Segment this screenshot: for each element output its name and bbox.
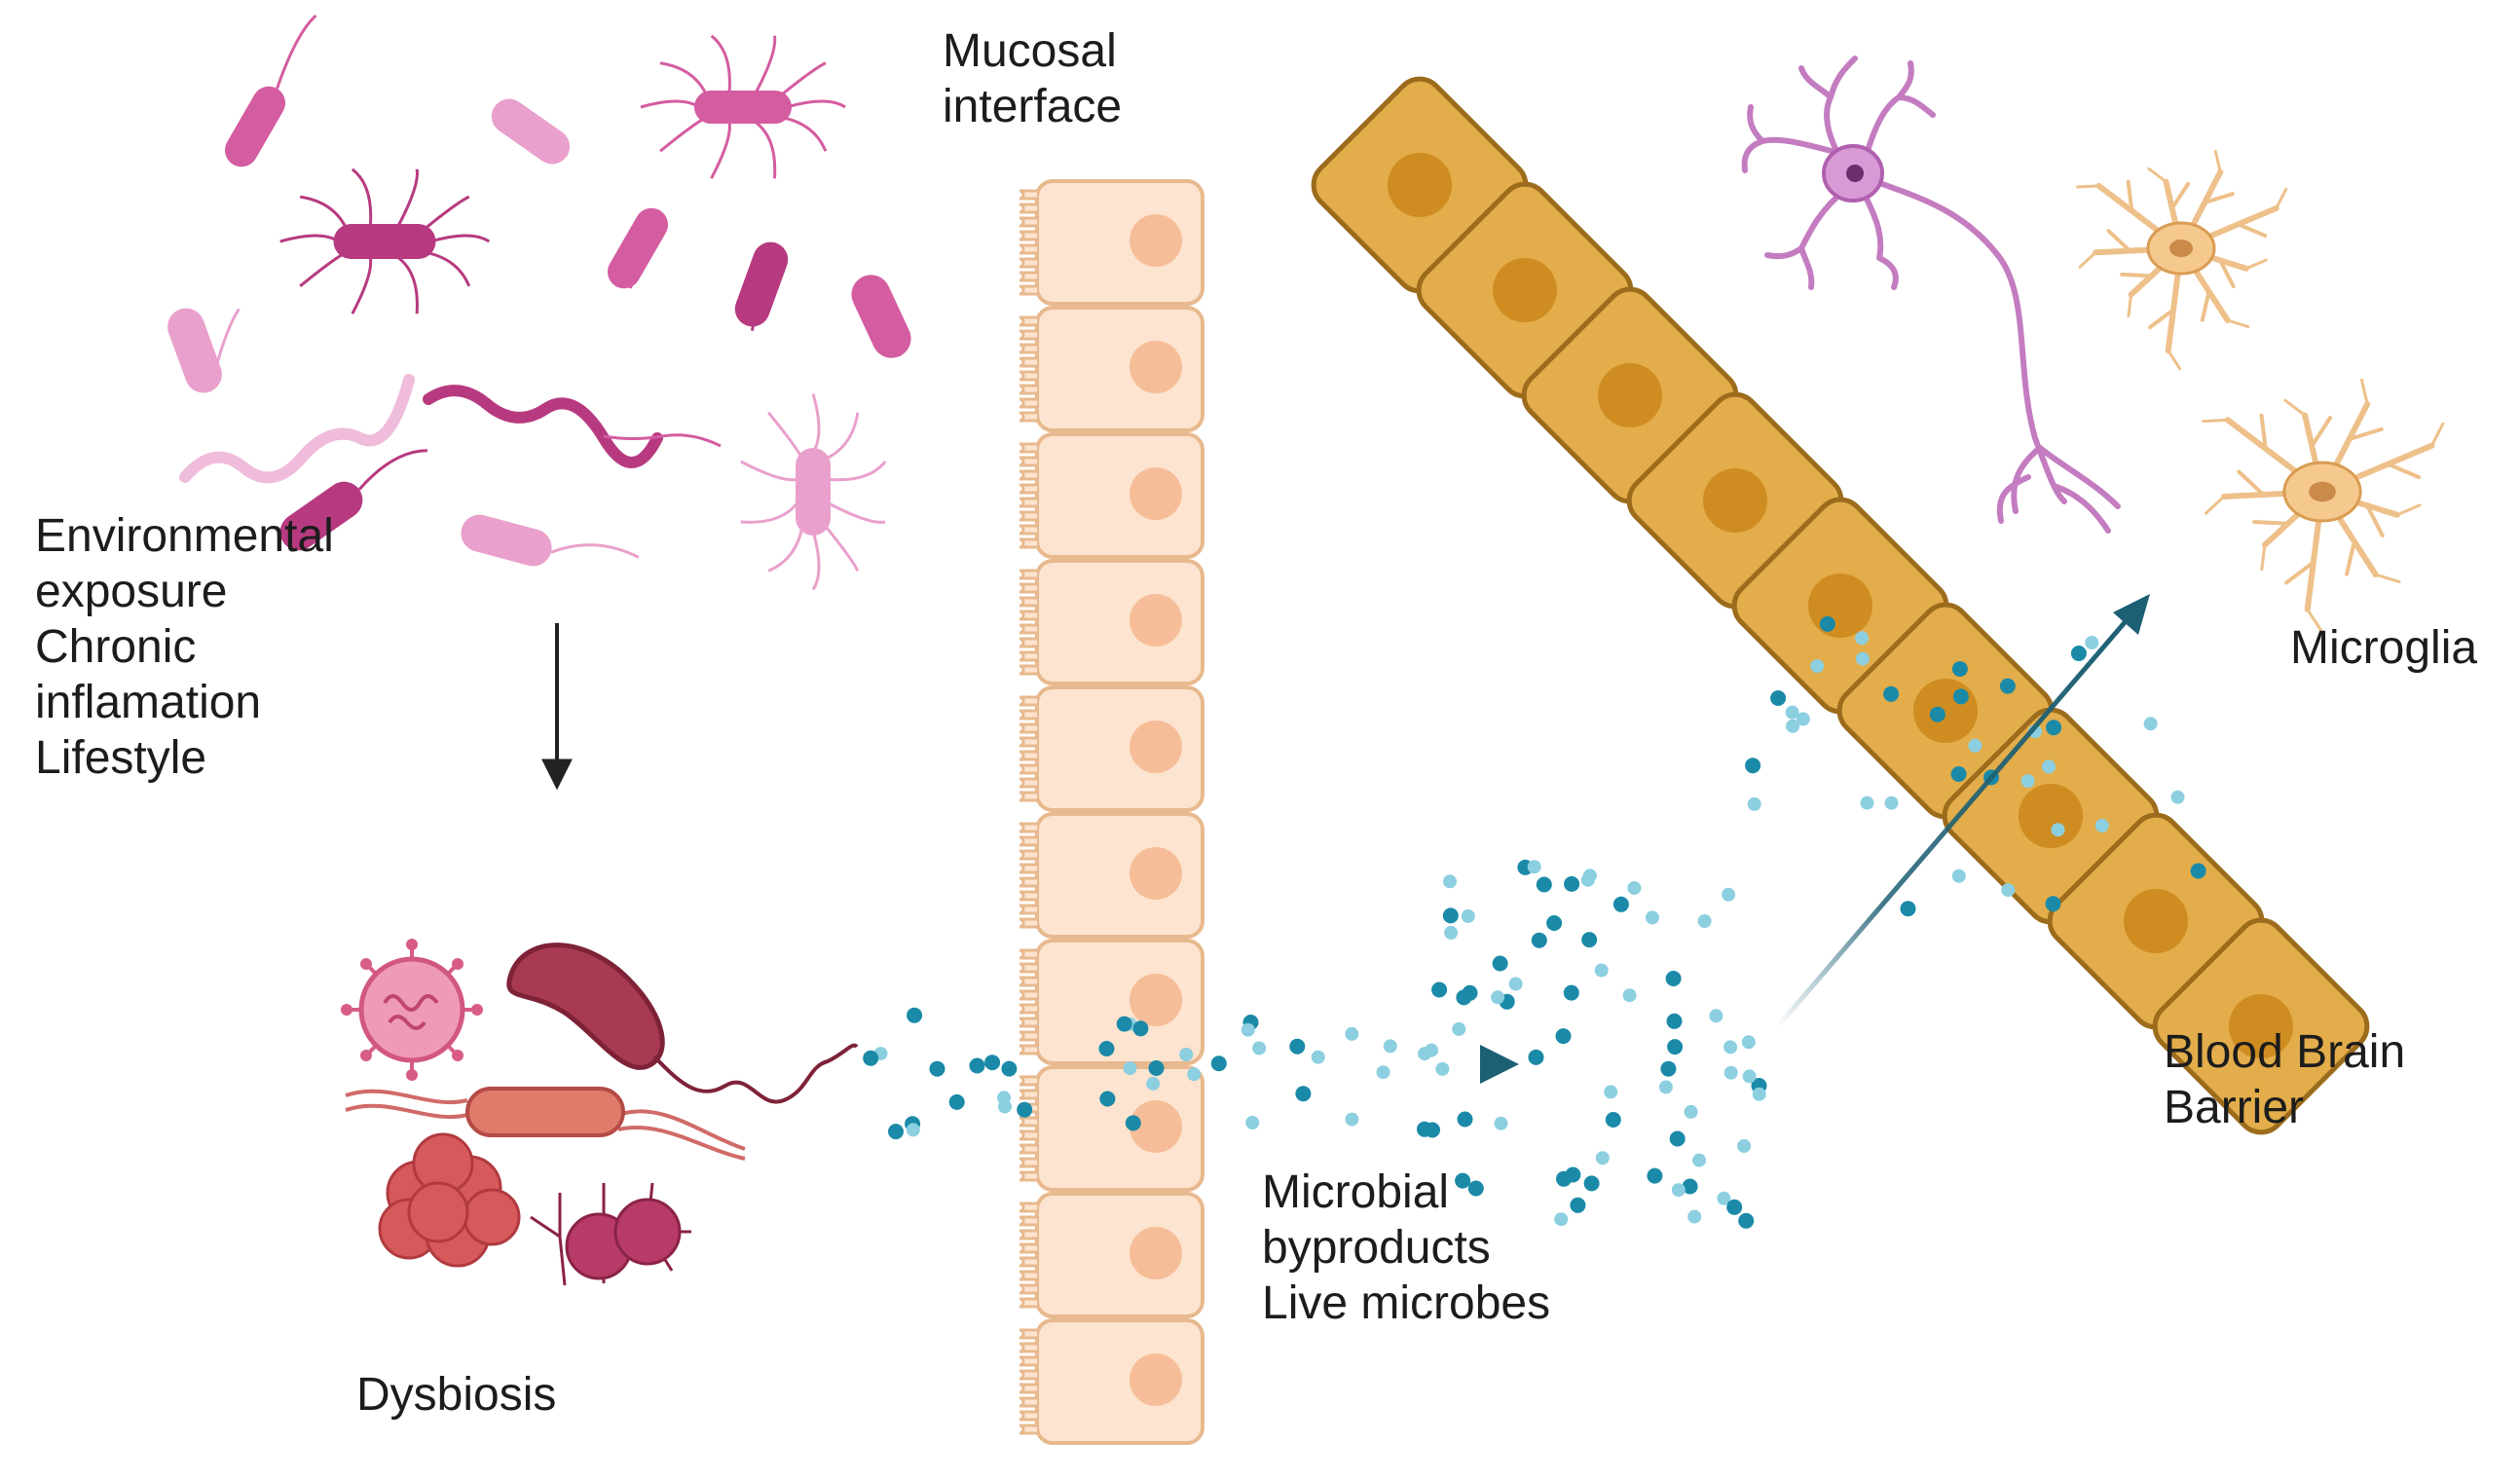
bbb-crossing-arrow-icon [1775, 611, 2134, 1029]
virus-icon [341, 939, 483, 1081]
translocation-arrowhead-icon [1480, 1045, 1519, 1084]
dysbiosis-label: Dysbiosis [356, 1369, 557, 1421]
mucosal-line-2: interface [943, 81, 1123, 132]
bacteria-cluster-icon [167, 14, 911, 591]
neuron-icon [1741, 56, 2121, 534]
environment-line-3: Chronic [35, 621, 197, 673]
mucosal-interface-label: Mucosal interface [943, 23, 1122, 134]
byproducts-line-3: Live microbes [1262, 1277, 1551, 1329]
dysbiosis-microbes-icon [341, 939, 859, 1286]
bbb-crossing-arrowhead-icon [2113, 594, 2150, 635]
byproducts-line-1: Microbial [1262, 1166, 1450, 1218]
environment-line-1: Environmental [35, 510, 334, 562]
environment-line-5: Lifestyle [35, 732, 207, 784]
microglia-label: Microglia [2290, 622, 2478, 674]
microbial-byproducts-label: Microbial byproducts Live microbes [1262, 1165, 1550, 1331]
blood-brain-barrier-cell-icon [1311, 76, 2370, 1135]
epithelial-cell-icon [1019, 179, 1204, 1445]
environment-label: Environmental exposure Chronic inflamati… [35, 508, 334, 786]
environment-line-4: inflamation [35, 677, 262, 728]
environment-line-2: exposure [35, 566, 228, 617]
byproducts-line-2: byproducts [1262, 1222, 1491, 1274]
mucosal-line-1: Mucosal [943, 25, 1117, 77]
bbb-line-1: Blood Brain [2164, 1026, 2406, 1078]
blood-brain-barrier-label: Blood Brain Barrier [2164, 1024, 2405, 1135]
bbb-line-2: Barrier [2164, 1082, 2305, 1133]
microglia-icon [2076, 149, 2445, 632]
